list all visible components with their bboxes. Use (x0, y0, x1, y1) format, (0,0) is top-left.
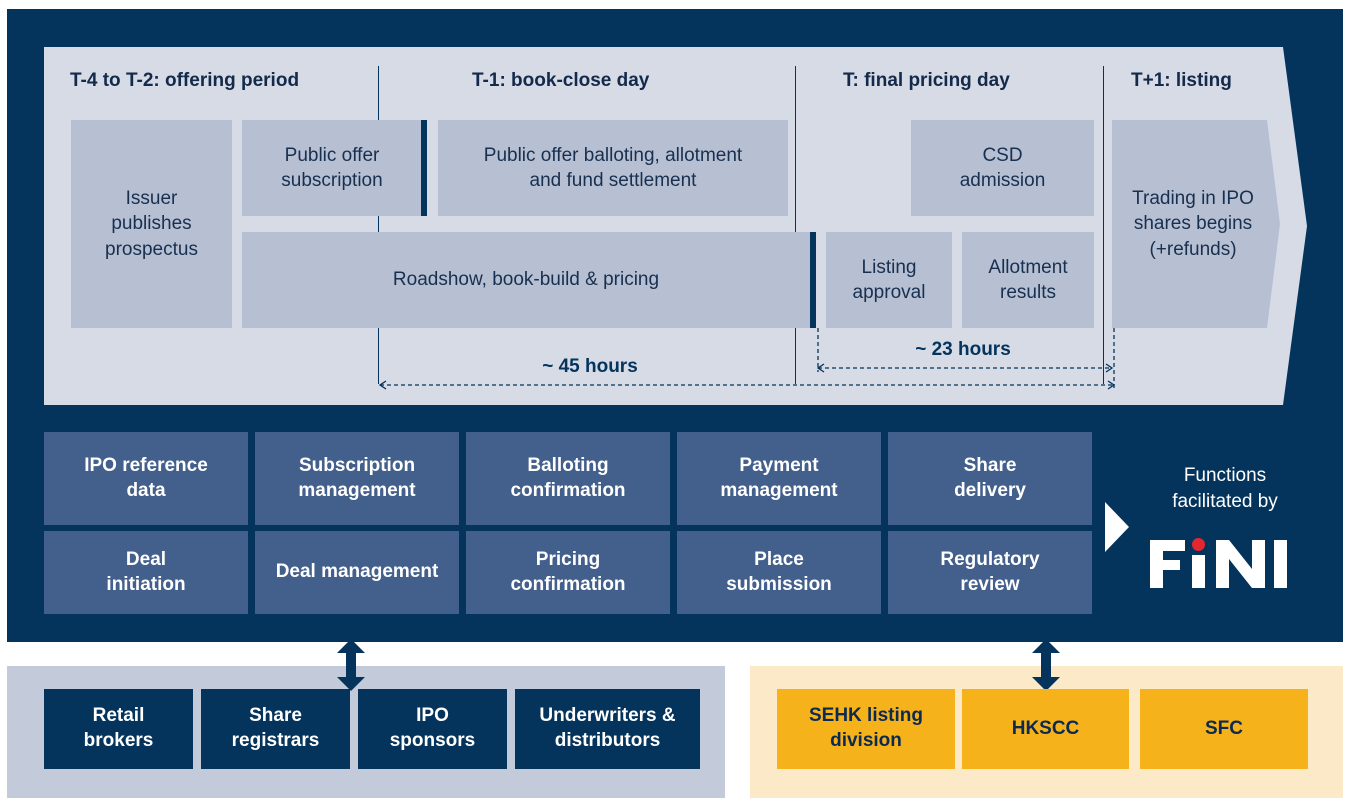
regulator-label: SFC (1205, 717, 1243, 739)
fini-logo-mark (1150, 538, 1287, 588)
participant-retail-brokers: Retail brokers (44, 689, 193, 769)
function-payment-management: Payment management (677, 432, 881, 525)
step-public-offer-balloting: Public offer balloting, allotment and fu… (438, 120, 788, 216)
phase-divider (378, 66, 379, 384)
function-balloting-confirmation: Balloting confirmation (466, 432, 670, 525)
double-arrow-icon (337, 639, 365, 691)
facilitated-by-label: Functions facilitated by (1172, 465, 1278, 512)
participant-underwriters-distributors: Underwriters & distributors (515, 689, 700, 769)
step-listing-approval: Listing approval (826, 232, 952, 328)
duration-23-hours: ~ 23 hours (915, 339, 1011, 360)
function-label: Place submission (726, 548, 832, 595)
function-label: Payment management (720, 454, 838, 501)
phase-divider (795, 66, 796, 384)
participant-ipo-sponsors: IPO sponsors (358, 689, 507, 769)
participant-label: Share registrars (231, 705, 320, 751)
phase-divider (1103, 66, 1104, 384)
duration-45-hours: ~ 45 hours (542, 356, 638, 377)
phase-book-close-day: T-1: book-close day (472, 70, 650, 91)
function-deal-initiation: Deal initiation (44, 531, 248, 614)
regulator-sehk-listing-division: SEHK listing division (777, 689, 955, 769)
phase-final-pricing-day: T: final pricing day (843, 70, 1010, 91)
participant-label: Retail brokers (83, 705, 154, 751)
regulator-hkscc: HKSCC (962, 689, 1129, 769)
step-roadshow-book-build-pricing: Roadshow, book-build & pricing (242, 232, 810, 328)
step-label: Allotment results (988, 256, 1068, 303)
step-label: Listing approval (852, 256, 926, 303)
function-share-delivery: Share delivery (888, 432, 1092, 525)
step-trading-begins: Trading in IPO shares begins (+refunds) (1118, 120, 1268, 328)
step-allotment-results: Allotment results (962, 232, 1094, 328)
function-label: Subscription management (298, 454, 416, 501)
fini-logo (1148, 533, 1298, 593)
participant-label: IPO sponsors (389, 705, 476, 751)
function-label: IPO reference data (84, 454, 208, 501)
regulator-label: SEHK listing division (808, 705, 923, 751)
function-label: Deal initiation (106, 548, 186, 595)
function-ipo-reference-data: IPO reference data (44, 432, 248, 525)
function-pricing-confirmation: Pricing confirmation (466, 531, 670, 614)
marker-bar (421, 120, 427, 216)
function-label: Share delivery (954, 454, 1026, 501)
marker-bar (810, 232, 816, 328)
phase-listing: T+1: listing (1131, 70, 1232, 91)
step-label: Public offer subscription (281, 144, 383, 191)
regulator-sfc: SFC (1140, 689, 1308, 769)
trading-arrow-shape (1112, 120, 1280, 328)
phase-offering-period: T-4 to T-2: offering period (70, 70, 300, 91)
step-issuer-publishes-prospectus: Issuer publishes prospectus (71, 120, 232, 328)
step-csd-admission: CSD admission (911, 120, 1094, 216)
double-arrow-icon (1032, 639, 1060, 691)
function-label: Balloting confirmation (510, 454, 626, 501)
participant-label: Underwriters & distributors (539, 705, 676, 751)
function-regulatory-review: Regulatory review (888, 531, 1092, 614)
function-subscription-management: Subscription management (255, 432, 459, 525)
pointer-arrow-icon (1105, 502, 1129, 552)
regulator-label: HKSCC (1011, 717, 1080, 739)
function-place-submission: Place submission (677, 531, 881, 614)
step-label: Roadshow, book-build & pricing (392, 269, 660, 291)
function-label: Pricing confirmation (510, 548, 626, 595)
step-public-offer-subscription: Public offer subscription (242, 120, 422, 216)
function-deal-management: Deal management (255, 531, 459, 614)
step-label: Issuer publishes prospectus (105, 188, 198, 260)
function-label: Regulatory review (940, 548, 1040, 595)
step-label: CSD admission (959, 144, 1046, 191)
function-label: Deal management (275, 561, 439, 583)
step-label: Public offer balloting, allotment and fu… (483, 144, 743, 191)
duration-arrows (0, 0, 1348, 420)
participant-share-registrars: Share registrars (201, 689, 350, 769)
step-label: Trading in IPO shares begins (+refunds) (1132, 188, 1254, 260)
